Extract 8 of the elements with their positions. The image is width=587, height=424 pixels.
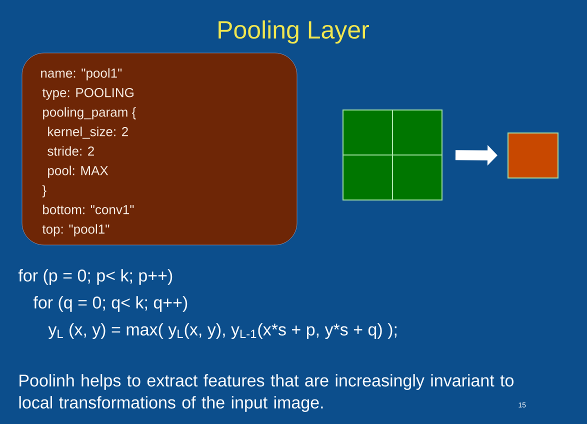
description-text: Poolinh helps to extract features that are increasingly invariant to local transformations of the input image. — [19, 374, 514, 412]
formula-line: y$_{L}$ (x, y) = max( y$_{L}$(x, y), y$_{L-1}$(x*s + p, y*s + q) ); — [48, 323, 396, 339]
code-line: for (q = 0; q< k; q++) — [33, 296, 188, 312]
slide-title: Pooling Layer — [218, 20, 369, 44]
grid — [342, 109, 443, 201]
square — [508, 132, 558, 178]
code-box: name: "pool1" type: POOLING pooling_param { kernel_size: 2 stride: 2 pool: MAX } bottom: "conv1" top: "pool1" — [22, 52, 298, 246]
code-line: for (p = 0; p< k; p++) — [18, 269, 172, 285]
